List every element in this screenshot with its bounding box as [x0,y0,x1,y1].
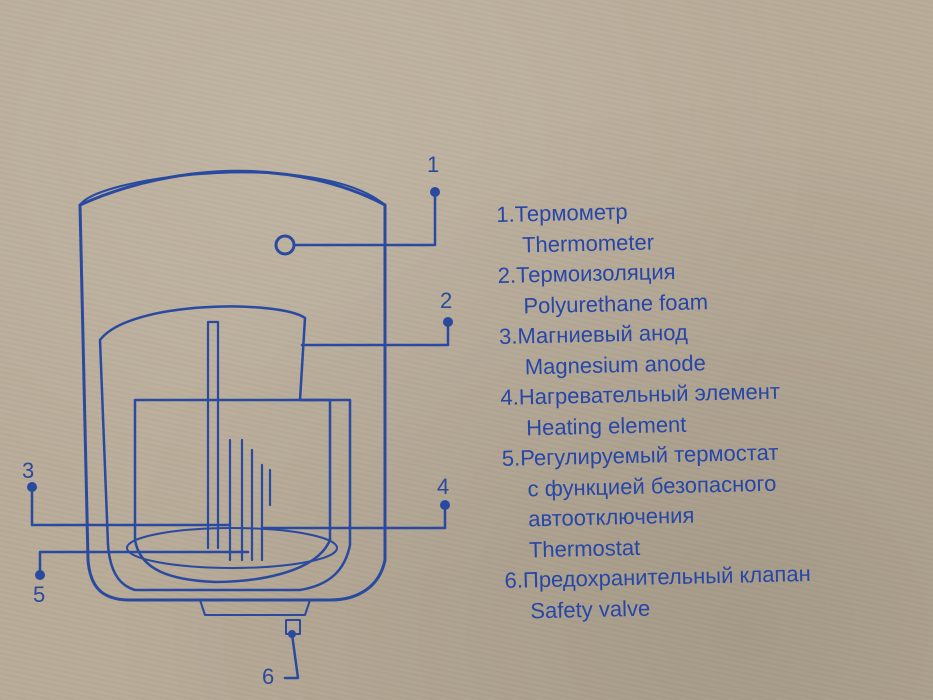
callout-5: 5 [33,582,46,607]
insulation-boundary [98,305,352,592]
anode-rod [206,320,220,550]
dot-3 [27,482,37,492]
dot-6 [288,630,296,638]
inner-tank [133,398,332,584]
thermometer-dial [274,234,296,256]
legend-item-insulation: 2.Термоизоляция Polyurethane foam [497,251,928,322]
tank-bottom [126,527,338,569]
dot-2 [443,317,453,327]
legend-item-thermostat: 5.Регулируемый термостат с функцией безо… [502,434,933,566]
legend-item-heating-element: 4.Нагревательный элемент Heating element [500,373,931,444]
legend-item-safety-valve: 6.Предохранительный клапан Safety valve [504,556,933,627]
legend: 1.Термометр Thermometer 2.Термоизоляция … [496,190,933,627]
callout-2: 2 [440,288,453,313]
leader-1 [292,190,437,247]
leader-4 [260,503,447,530]
legend-item-thermometer: 1.Термометр Thermometer [496,190,927,261]
leader-6 [283,632,300,680]
outer-tank [78,169,387,602]
legend-item-anode: 3.Магниевый анод Magnesium anode [499,312,930,383]
callout-6: 6 [262,664,275,689]
leader-5 [38,550,250,577]
leader-3 [30,485,232,527]
heating-element [228,438,272,562]
callout-3: 3 [22,458,35,483]
dot-5 [35,570,45,580]
outer-tank-top [79,171,386,206]
dot-4 [440,500,450,510]
callout-4: 4 [437,474,450,499]
dot-1 [430,187,440,197]
callout-1: 1 [427,152,440,177]
base-flange [199,599,311,616]
leader-2 [300,320,450,347]
